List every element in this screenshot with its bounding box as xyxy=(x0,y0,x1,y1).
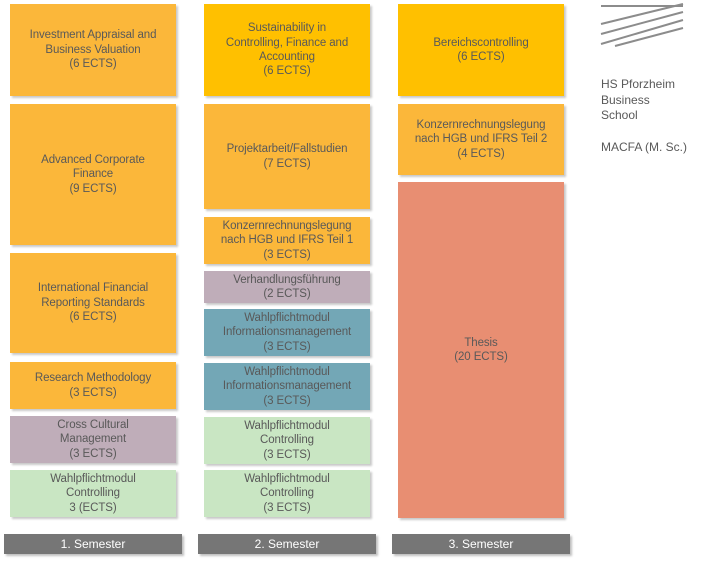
module-bereichscontrolling: Bereichscontrolling (6 ECTS) xyxy=(398,4,564,96)
module-verhandlungsfuehrung: Verhandlungsführung (2 ECTS) xyxy=(204,271,370,303)
module-wahlpflicht-controlling: Wahlpflichtmodul Controlling 3 (ECTS) xyxy=(10,470,176,517)
module-projektarbeit: Projektarbeit/Fallstudien (7 ECTS) xyxy=(204,104,370,209)
semester-1-label: 1. Semester xyxy=(4,534,182,554)
module-konzernrechnungslegung-2: Konzernrechnungslegung nach HGB und IFRS… xyxy=(398,104,564,175)
module-wahlpflicht-informationsmanagement-2: Wahlpflichtmodul Informationsmanagement … xyxy=(204,363,370,410)
program-name: MACFA (M. Sc.) xyxy=(601,140,688,154)
module-wahlpflicht-informationsmanagement-1: Wahlpflichtmodul Informationsmanagement … xyxy=(204,309,370,356)
module-advanced-corporate-finance: Advanced Corporate Finance (9 ECTS) xyxy=(10,104,176,245)
semester-2-label: 2. Semester xyxy=(198,534,376,554)
module-sustainability: Sustainability in Controlling, Finance a… xyxy=(204,4,370,96)
hs-pforzheim-logo-icon xyxy=(600,3,684,47)
module-konzernrechnungslegung-1: Konzernrechnungslegung nach HGB und IFRS… xyxy=(204,217,370,264)
module-thesis: Thesis (20 ECTS) xyxy=(398,182,564,518)
module-research-methodology: Research Methodology (3 ECTS) xyxy=(10,362,176,409)
module-ifrs: International Financial Reporting Standa… xyxy=(10,253,176,353)
school-name: HS Pforzheim Business School xyxy=(601,77,676,122)
module-wahlpflicht-controlling-2: Wahlpflichtmodul Controlling (3 ECTS) xyxy=(204,470,370,517)
semester-3-label: 3. Semester xyxy=(392,534,570,554)
module-investment-appraisal: Investment Appraisal and Business Valuat… xyxy=(10,4,176,96)
module-cross-cultural-management: Cross Cultural Management (3 ECTS) xyxy=(10,416,176,463)
module-wahlpflicht-controlling-1: Wahlpflichtmodul Controlling (3 ECTS) xyxy=(204,417,370,464)
